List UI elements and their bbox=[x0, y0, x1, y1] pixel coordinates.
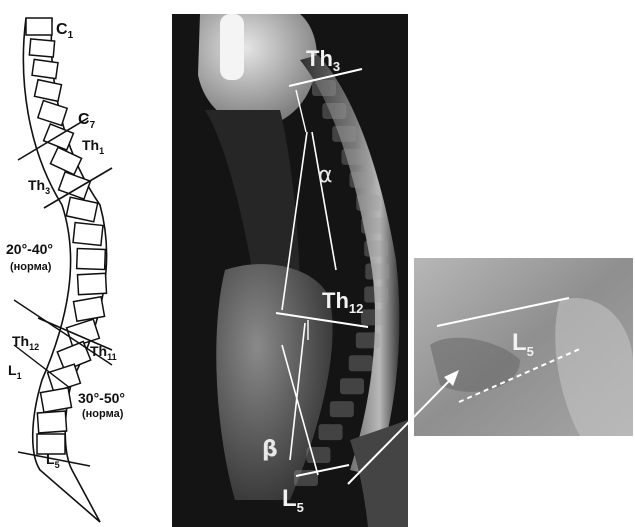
vertebra-block bbox=[26, 18, 52, 35]
label-th12: Th12 bbox=[12, 333, 39, 352]
radiograph-panel: Th3 α Th12 β L5 bbox=[172, 14, 408, 527]
angle-beta-label: β bbox=[262, 437, 278, 462]
vertebra-block bbox=[34, 80, 61, 102]
radiograph-vertebra bbox=[330, 401, 354, 417]
vertebra-block bbox=[73, 223, 103, 246]
vertebra-block bbox=[77, 249, 106, 270]
label-c7: C7 bbox=[78, 111, 96, 131]
radiograph-vertebra bbox=[364, 286, 388, 302]
radiograph-vertebra bbox=[319, 424, 343, 440]
radiograph-vertebra bbox=[341, 149, 365, 165]
vertebra-block bbox=[37, 411, 66, 433]
radiograph-vertebra bbox=[322, 103, 346, 119]
radiograph-vertebra bbox=[349, 355, 373, 371]
radiograph-vertebra bbox=[356, 195, 380, 211]
vertebra-block bbox=[44, 124, 74, 150]
radiograph-vertebra bbox=[365, 264, 389, 280]
label-th3: Th3 bbox=[28, 177, 50, 196]
radiograph-vertebra bbox=[332, 126, 356, 142]
vertebra-block bbox=[77, 273, 106, 294]
vertebra-block bbox=[38, 101, 67, 126]
lordosis-norm-note: (норма) bbox=[82, 408, 124, 420]
radiograph-vertebra bbox=[361, 218, 385, 234]
label-l1: L1 bbox=[8, 362, 22, 381]
radiograph-vertebra bbox=[312, 80, 336, 96]
vertebra-block bbox=[66, 197, 97, 221]
radiograph-vertebra bbox=[340, 378, 364, 394]
radiograph-vertebra bbox=[306, 447, 330, 463]
vertebrae-blocks bbox=[26, 18, 107, 454]
kyphosis-norm-note: (норма) bbox=[10, 261, 52, 273]
lordosis-range: 30°-50° bbox=[78, 390, 125, 406]
radiograph-vertebra bbox=[356, 332, 380, 348]
angle-alpha-label: α bbox=[318, 163, 333, 188]
label-th1: Th1 bbox=[82, 137, 104, 156]
arm-overlay bbox=[220, 14, 244, 80]
inset-l5-detail: L5 bbox=[414, 258, 633, 436]
radiograph-vertebra bbox=[350, 172, 374, 188]
radiograph-vertebra bbox=[364, 241, 388, 257]
vertebra-block bbox=[73, 297, 104, 322]
vertebra-block bbox=[29, 39, 54, 57]
kyphosis-range: 20°-40° bbox=[6, 241, 53, 257]
radiograph-vertebra bbox=[361, 309, 385, 325]
label-c1: C1 bbox=[56, 21, 74, 41]
spine-schematic: C1 C7 Th1 Th3 20°-40° (норма) Th12 Th11 … bbox=[6, 18, 125, 522]
vertebra-block bbox=[59, 172, 91, 199]
vertebra-block bbox=[40, 388, 71, 413]
vertebra-block bbox=[32, 59, 58, 78]
vertebra-block bbox=[50, 147, 81, 174]
